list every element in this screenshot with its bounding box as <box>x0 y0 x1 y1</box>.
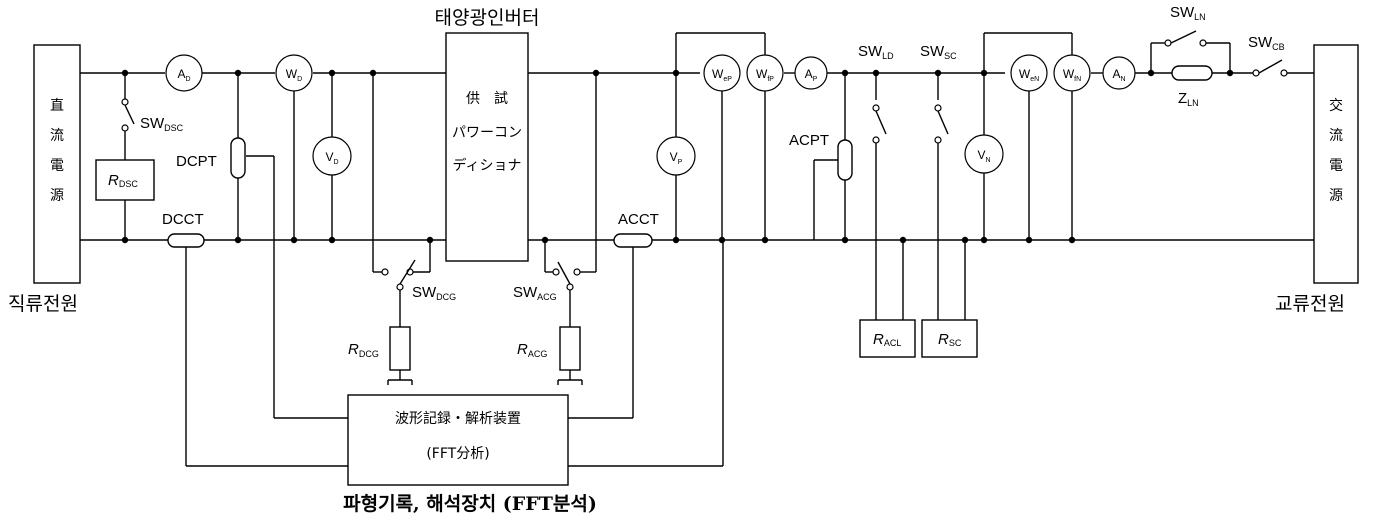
label-DCPT: DCPT <box>176 153 217 170</box>
svg-text:源: 源 <box>1329 188 1343 204</box>
ac-source-title: 교류전원 <box>1275 293 1345 315</box>
resistor-R-DCG <box>387 326 413 385</box>
svg-text:AD: AD <box>177 67 190 83</box>
resistor-R-ACG <box>557 326 583 385</box>
svg-text:(FFT分析): (FFT分析) <box>426 446 489 462</box>
switch-SW-LD <box>872 104 887 144</box>
junction-dots <box>121 69 1234 244</box>
svg-text:WeP: WeP <box>712 67 732 83</box>
svg-text:流: 流 <box>1329 128 1343 144</box>
meter-W-fN: WfN <box>1053 54 1091 92</box>
svg-text:AP: AP <box>805 67 818 83</box>
label-SW-CB: SWCB <box>1248 34 1285 52</box>
sensor-ACPT <box>837 139 853 181</box>
sensor-ACCT <box>613 233 653 248</box>
meter-W-D: WD <box>275 54 313 92</box>
svg-text:RDSC: RDSC <box>108 172 138 189</box>
pcs-box: 供 試 パワーコン ディショナ <box>445 32 529 262</box>
label-ACPT: ACPT <box>789 132 829 149</box>
recorder-title: 파형기록, 해석장치 (FFT분석) <box>343 493 597 515</box>
dc-source-box: 直 流 電 源 <box>33 44 81 284</box>
label-R-ACG: RACG <box>517 341 547 359</box>
meter-A-N: AN <box>1102 56 1136 90</box>
svg-text:供 試: 供 試 <box>466 91 508 107</box>
resistor-R-ACL: RACL <box>859 319 916 358</box>
svg-text:ディショナ: ディショナ <box>452 157 521 174</box>
inverter-title: 태양광인버터 <box>435 7 540 29</box>
meter-V-D: VD <box>312 136 352 176</box>
sensor-DCCT <box>167 233 205 248</box>
svg-text:VP: VP <box>670 150 683 166</box>
switch-SW-LN <box>1164 30 1207 47</box>
meter-V-P: VP <box>656 136 696 176</box>
svg-text:WD: WD <box>286 67 302 83</box>
wiring <box>80 32 1314 467</box>
label-R-DCG: RDCG <box>348 341 379 359</box>
resistor-R-DSC: RDSC <box>95 159 155 201</box>
svg-text:WfN: WfN <box>1063 67 1081 83</box>
meter-W-eP: WeP <box>703 54 741 92</box>
label-SW-DCG: SWDCG <box>412 284 456 302</box>
svg-text:交: 交 <box>1329 97 1343 114</box>
svg-text:直: 直 <box>50 97 64 114</box>
svg-text:VD: VD <box>325 150 338 166</box>
switch-SW-ACG <box>552 261 581 291</box>
meter-A-D: AD <box>165 54 203 92</box>
label-SW-LD: SWLD <box>858 43 894 61</box>
svg-text:源: 源 <box>50 188 64 204</box>
switch-SW-CB <box>1252 59 1288 77</box>
label-ACCT: ACCT <box>618 211 659 228</box>
impedance-Z-LN <box>1171 65 1213 81</box>
svg-text:AN: AN <box>1112 67 1125 83</box>
svg-text:RACL: RACL <box>873 331 901 348</box>
meter-W-fP: WfP <box>746 54 784 92</box>
svg-text:RSC: RSC <box>938 331 962 348</box>
recorder-box: 波形記録・解析装置 (FFT分析) <box>347 394 569 486</box>
meter-A-P: AP <box>794 56 828 90</box>
sensor-DCPT <box>230 137 246 179</box>
svg-text:流: 流 <box>50 128 64 144</box>
label-SW-ACG: SWACG <box>513 284 557 302</box>
switch-SW-DCG <box>381 259 416 291</box>
svg-text:WeN: WeN <box>1019 67 1039 83</box>
label-SW-SC: SWSC <box>920 43 957 61</box>
meter-V-N: VN <box>964 134 1004 174</box>
meter-W-eN: WeN <box>1010 54 1048 92</box>
svg-text:パワーコン: パワーコン <box>452 125 522 141</box>
switch-SW-SC <box>934 104 949 144</box>
svg-text:電: 電 <box>1329 158 1343 174</box>
switch-SW-DSC <box>121 98 135 132</box>
label-DCCT: DCCT <box>162 211 204 228</box>
svg-text:電: 電 <box>50 158 64 174</box>
label-Z-LN: ZLN <box>1178 90 1199 108</box>
svg-text:WfP: WfP <box>756 67 774 83</box>
dc-source-title: 직류전원 <box>8 293 78 315</box>
ac-source-box: 交 流 電 源 <box>1313 44 1359 284</box>
label-SW-DSC: SWDSC <box>140 115 184 133</box>
svg-text:波形記録・解析装置: 波形記録・解析装置 <box>395 410 521 427</box>
label-SW-LN: SWLN <box>1170 4 1206 22</box>
svg-text:VN: VN <box>977 148 990 164</box>
resistor-R-SC: RSC <box>921 319 978 358</box>
